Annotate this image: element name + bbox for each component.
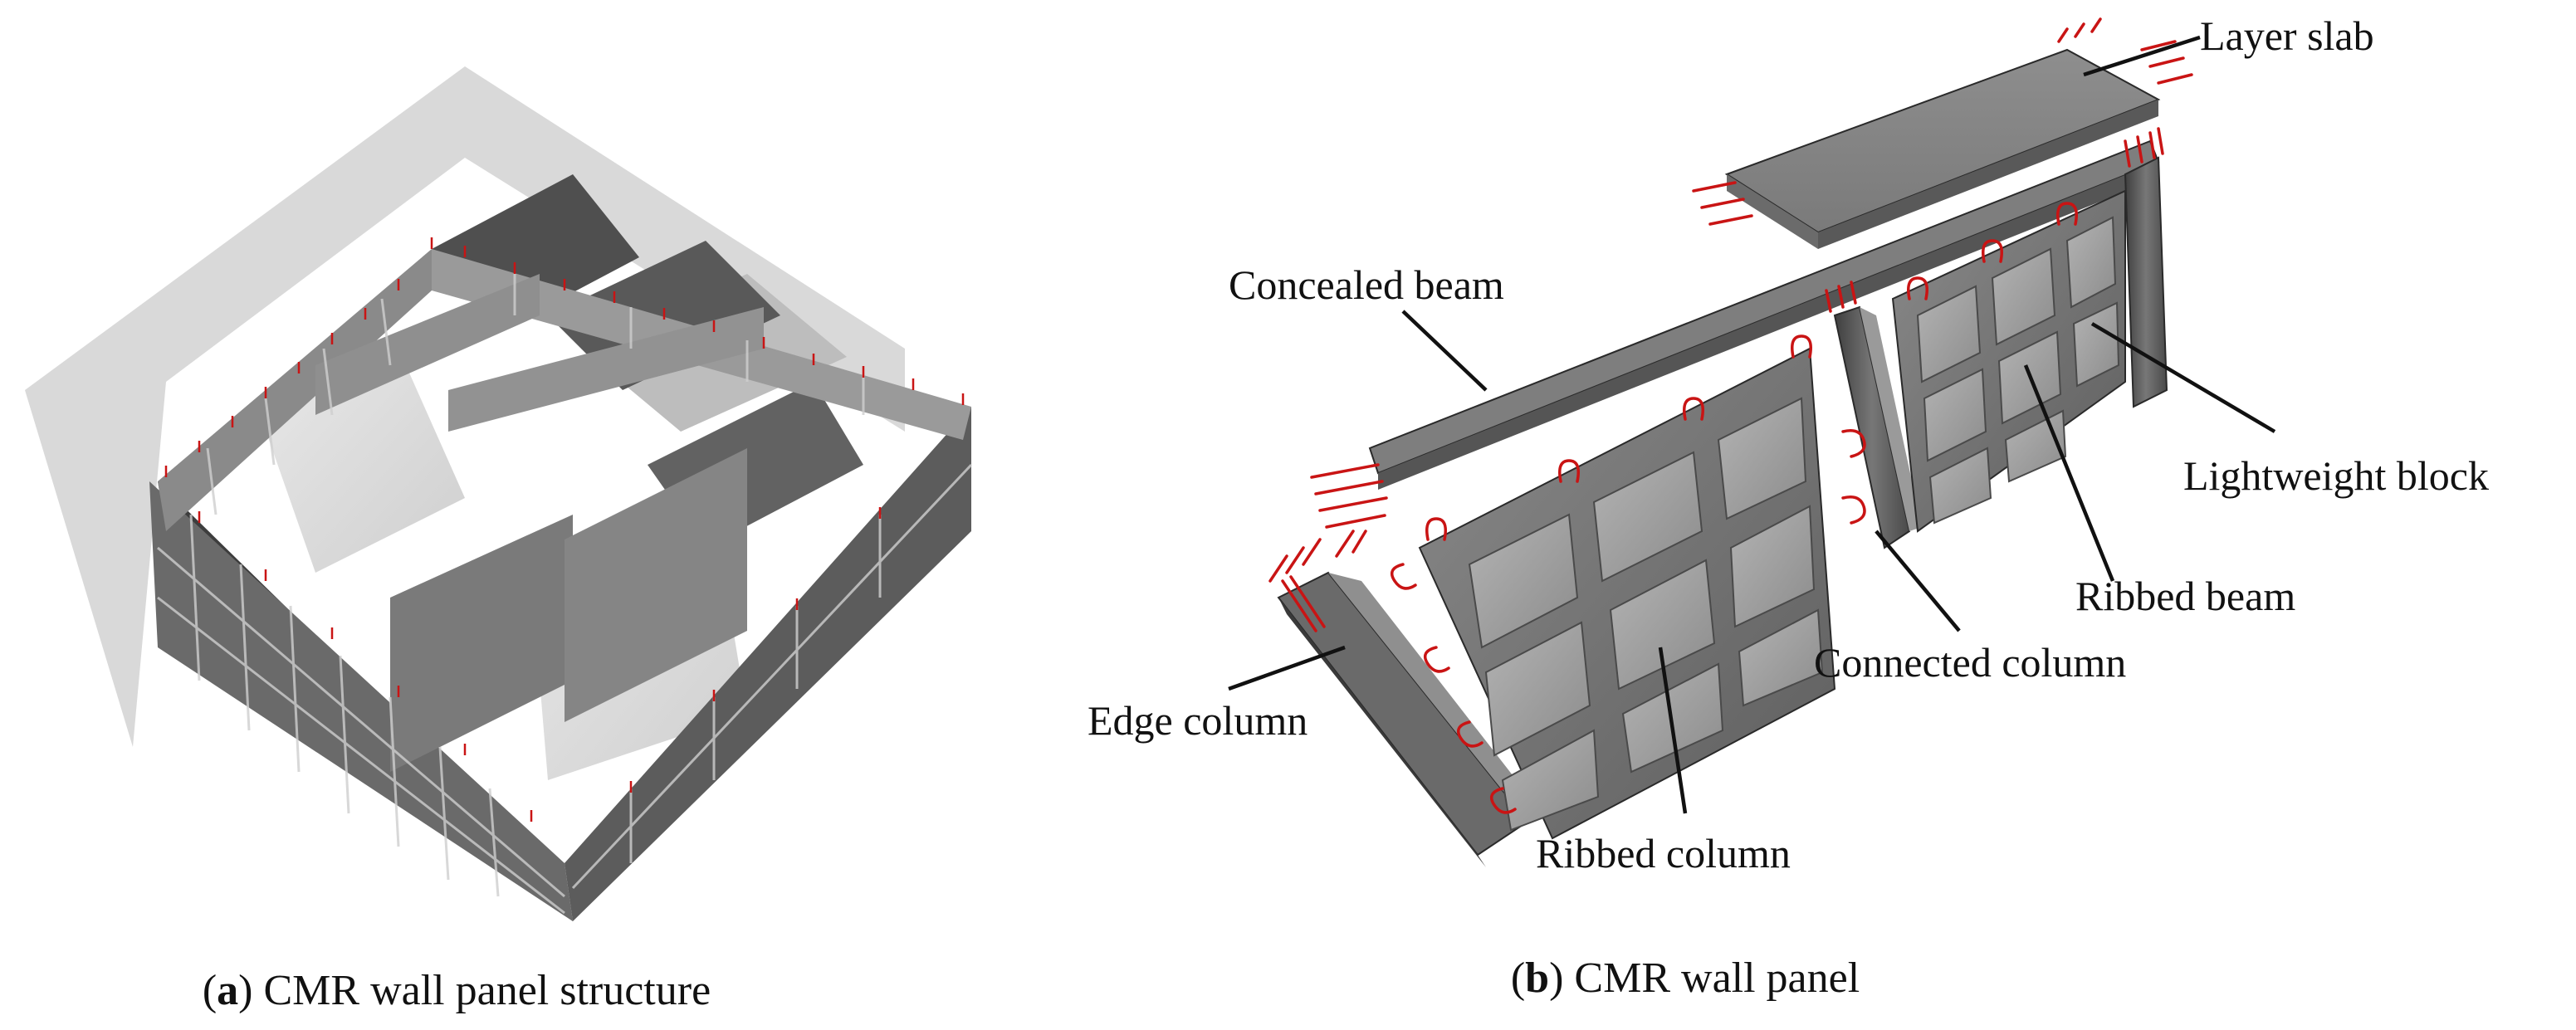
label-layer-slab: Layer slab: [2200, 12, 2374, 59]
wall-rib-grid: [157, 274, 973, 915]
ribbed-wall-panel: [1390, 334, 1836, 840]
leader-ribbed-column: [1658, 647, 1688, 814]
lightweight-blocks-left-panel: [1468, 397, 1824, 832]
leader-edge-column: [1228, 645, 1346, 691]
caption-a-letter: a: [217, 967, 238, 1014]
leader-ribbed-beam: [2023, 364, 2115, 582]
wall-interior-4: [448, 307, 764, 432]
label-concealed-beam: Concealed beam: [1229, 261, 1504, 308]
label-lightweight-block: Lightweight block: [2183, 452, 2489, 499]
building-rebar-markers: [164, 237, 965, 822]
wall-front-right-face: [565, 407, 971, 921]
wall-interior-3: [565, 448, 747, 722]
label-ribbed-column: Ribbed column: [1536, 830, 1791, 876]
wall-interior-2: [390, 515, 573, 772]
building-shadow: [25, 66, 905, 747]
leader-connected-column: [1875, 530, 1961, 632]
caption-a: (a) CMR wall panel structure: [203, 967, 711, 1014]
concealed-beam: [1310, 139, 2160, 529]
caption-b: (b) CMR wall panel: [1511, 954, 1860, 1002]
label-edge-column: Edge column: [1088, 697, 1308, 744]
wall-back-left: [158, 249, 432, 531]
leader-lines: [1228, 35, 2276, 814]
caption-b-text: CMR wall panel: [1574, 954, 1860, 1002]
caption-a-text: CMR wall panel structure: [263, 967, 711, 1014]
label-ribbed-beam: Ribbed beam: [2075, 573, 2295, 619]
right-edge-column: [2124, 127, 2168, 408]
connected-column: [1825, 281, 1922, 549]
caption-b-letter: b: [1525, 954, 1549, 1002]
leader-layer-slab: [2083, 35, 2201, 77]
edge-column: [1268, 530, 1536, 867]
leader-concealed-beam: [1401, 310, 1488, 392]
panel-a-building: [25, 66, 973, 921]
floor-area-left: [257, 349, 465, 573]
leader-lightweight-block: [2090, 322, 2276, 433]
wall-interior-1: [315, 274, 540, 415]
layer-slab: [1692, 17, 2193, 249]
panel-b-exploded: Layer slab Concealed beam Lightweight bl…: [1088, 12, 2489, 876]
label-connected-column: Connected column: [1814, 639, 2126, 686]
